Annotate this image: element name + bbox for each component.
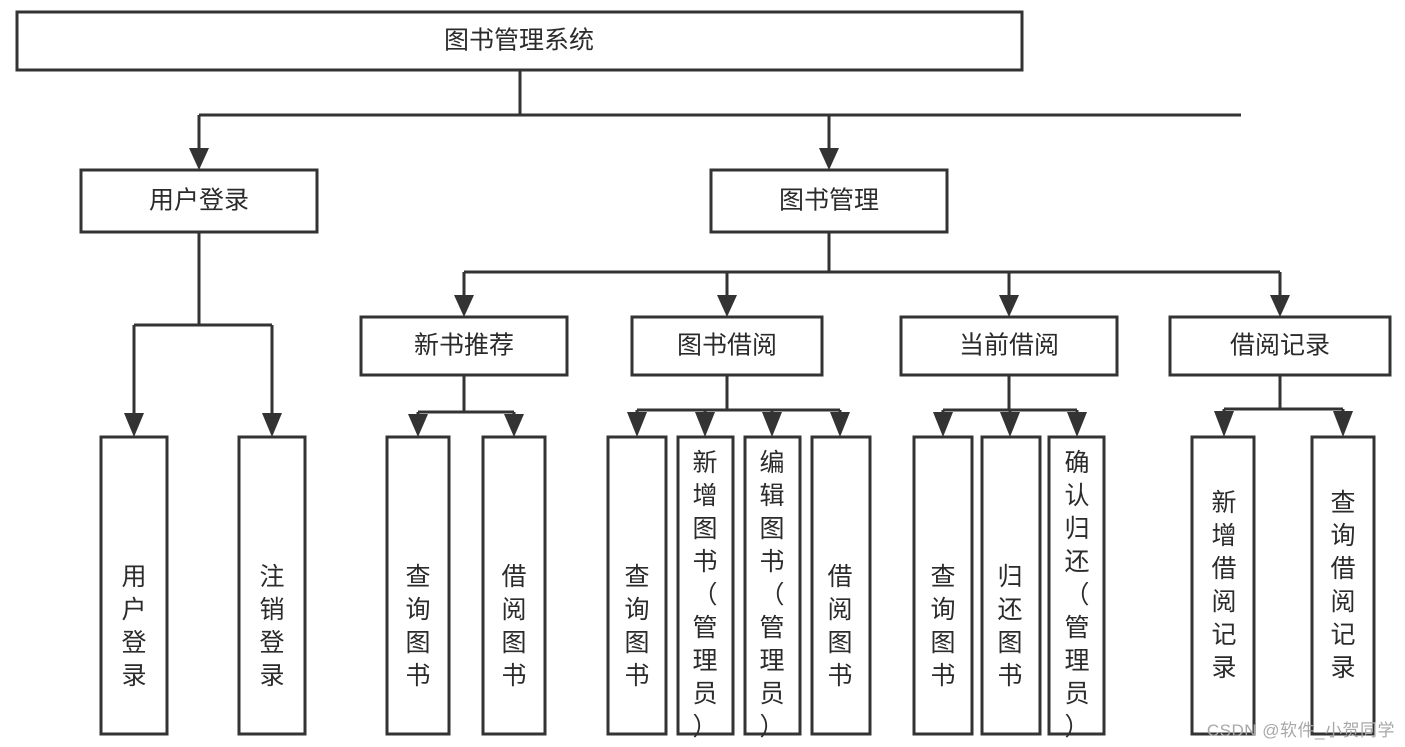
node-current-confirm-return-label: 确认归还（管理员） xyxy=(1064,449,1089,741)
node-borrow-borrow-book-box[interactable] xyxy=(810,435,872,736)
node-current-return-book[interactable]: 归还图书 xyxy=(980,435,1042,736)
node-user-logout-label: 注销登录 xyxy=(259,563,284,690)
node-current-borrow[interactable]: 当前借阅 xyxy=(899,315,1119,377)
node-book-borrow[interactable]: 图书借阅 xyxy=(630,315,824,377)
arrow-head-current-borrow xyxy=(999,295,1019,317)
node-book-borrow-label: 图书借阅 xyxy=(677,332,777,360)
arrow-head-new-book-recommend xyxy=(454,295,474,317)
node-record-query-box[interactable] xyxy=(1310,435,1376,736)
arrow-head-borrow-query-book xyxy=(627,412,647,437)
node-book-management[interactable]: 图书管理 xyxy=(709,168,949,234)
node-record-add[interactable]: 新增借阅记录 xyxy=(1190,435,1256,736)
node-borrow-edit-book[interactable]: 编辑图书（管理员） xyxy=(743,435,802,741)
node-borrow-record[interactable]: 借阅记录 xyxy=(1168,315,1392,377)
node-record-add-box[interactable] xyxy=(1190,435,1256,736)
node-borrow-query-book-box[interactable] xyxy=(606,435,668,736)
node-current-borrow-label: 当前借阅 xyxy=(959,332,1059,360)
node-user-login-do-box[interactable] xyxy=(99,435,169,736)
node-current-query-book[interactable]: 查询图书 xyxy=(912,435,974,736)
node-user-login-box[interactable] xyxy=(79,168,319,234)
node-borrow-edit-book-box[interactable] xyxy=(743,435,802,736)
arrow-head-borrow-borrow-book xyxy=(830,412,850,437)
node-user-logout[interactable]: 注销登录 xyxy=(237,435,307,736)
node-recommend-query-book-box[interactable] xyxy=(385,435,451,736)
arrow-head-recommend-query-book xyxy=(408,414,428,437)
node-root[interactable]: 图书管理系统 xyxy=(15,10,1024,72)
node-recommend-query-book[interactable]: 查询图书 xyxy=(385,435,451,736)
node-borrow-record-label: 借阅记录 xyxy=(1230,332,1330,360)
arrow-head-user-logout xyxy=(262,413,282,437)
node-new-book-recommend-label: 新书推荐 xyxy=(414,332,514,360)
arrow-head-current-confirm-return xyxy=(1067,412,1087,437)
arrow-head-book-borrow xyxy=(717,295,737,317)
connector-layer xyxy=(124,70,1353,437)
node-recommend-borrow-book[interactable]: 借阅图书 xyxy=(481,435,547,736)
node-user-login-do-label: 用户登录 xyxy=(121,563,146,690)
node-root-label: 图书管理系统 xyxy=(444,27,594,55)
node-user-login[interactable]: 用户登录 xyxy=(79,168,319,234)
node-borrow-borrow-book-label: 借阅图书 xyxy=(827,563,852,690)
node-book-management-box[interactable] xyxy=(709,168,949,234)
node-user-login-do[interactable]: 用户登录 xyxy=(99,435,169,736)
node-borrow-borrow-book[interactable]: 借阅图书 xyxy=(810,435,872,736)
node-root-box[interactable] xyxy=(15,10,1024,72)
node-borrow-query-book-label: 查询图书 xyxy=(624,563,649,690)
node-current-query-book-label: 查询图书 xyxy=(930,563,955,690)
node-new-book-recommend[interactable]: 新书推荐 xyxy=(359,315,569,377)
arrow-head-user-login xyxy=(189,148,209,170)
node-current-return-book-label: 归还图书 xyxy=(997,563,1022,690)
node-book-borrow-box[interactable] xyxy=(630,315,824,377)
arrow-head-borrow-record xyxy=(1270,295,1290,317)
arrow-head-borrow-add-book xyxy=(695,412,715,437)
arrow-head-current-query-book xyxy=(933,412,953,437)
arrow-head-borrow-edit-book xyxy=(762,412,782,437)
node-borrow-record-box[interactable] xyxy=(1168,315,1392,377)
node-borrow-add-book[interactable]: 新增图书（管理员） xyxy=(676,435,735,741)
node-borrow-add-book-box[interactable] xyxy=(676,435,735,736)
node-current-return-book-box[interactable] xyxy=(980,435,1042,736)
node-recommend-borrow-book-box[interactable] xyxy=(481,435,547,736)
node-user-login-label: 用户登录 xyxy=(149,187,249,215)
arrow-head-record-add xyxy=(1214,411,1234,437)
node-borrow-edit-book-label: 编辑图书（管理员） xyxy=(759,449,784,741)
node-borrow-query-book[interactable]: 查询图书 xyxy=(606,435,668,736)
node-recommend-borrow-book-label: 借阅图书 xyxy=(501,563,526,690)
arrow-head-current-return-book xyxy=(1000,412,1020,437)
arrow-head-user-login-do xyxy=(124,413,144,437)
node-book-management-label: 图书管理 xyxy=(779,187,879,215)
arrow-head-recommend-borrow-book xyxy=(504,414,524,437)
node-current-confirm-return-box[interactable] xyxy=(1047,435,1106,736)
node-user-logout-box[interactable] xyxy=(237,435,307,736)
node-recommend-query-book-label: 查询图书 xyxy=(405,563,430,690)
node-borrow-add-book-label: 新增图书（管理员） xyxy=(692,449,717,741)
node-record-query[interactable]: 查询借阅记录 xyxy=(1310,435,1376,736)
node-current-query-book-box[interactable] xyxy=(912,435,974,736)
node-new-book-recommend-box[interactable] xyxy=(359,315,569,377)
node-record-add-label: 新增借阅记录 xyxy=(1211,489,1236,682)
node-current-confirm-return[interactable]: 确认归还（管理员） xyxy=(1047,435,1106,741)
node-current-borrow-box[interactable] xyxy=(899,315,1119,377)
node-record-query-label: 查询借阅记录 xyxy=(1330,489,1355,682)
arrow-head-book-management xyxy=(819,148,839,170)
arrow-head-record-query xyxy=(1333,411,1353,437)
